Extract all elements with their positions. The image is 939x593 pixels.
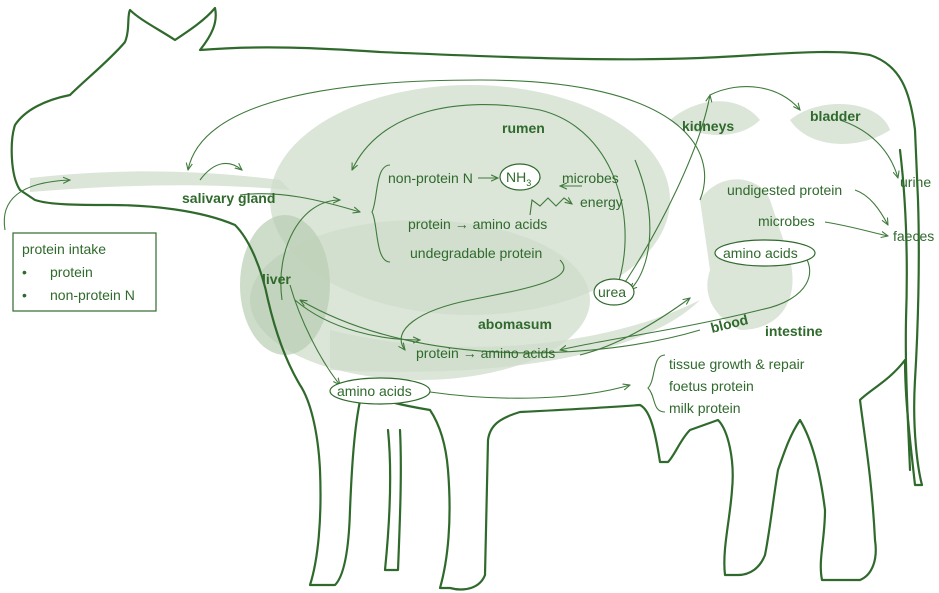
- label-blood: blood: [709, 311, 750, 336]
- undigested-to-faeces-arrow: [854, 189, 888, 225]
- intake-bullet-2: •: [22, 287, 27, 303]
- abomasum-to-blood-arrow: [579, 298, 690, 356]
- blood-to-liver-arrow: [300, 300, 701, 354]
- kidneys-to-bladder-arrow: [709, 86, 800, 110]
- intake-title: protein intake: [22, 241, 106, 257]
- intake-bullet-1: •: [22, 264, 27, 280]
- rumen-to-urea-arrow: [630, 159, 651, 290]
- nh3-label: NH3: [506, 169, 531, 188]
- rumen-microbes: microbes: [562, 170, 619, 186]
- label-intestine: intestine: [765, 323, 823, 339]
- rumen-undegradable: undegradable protein: [410, 245, 542, 261]
- amino-acids-intestine-oval: [714, 239, 816, 267]
- bladder-shape: [790, 103, 890, 144]
- label-faeces: faeces: [893, 228, 934, 244]
- liver-abomasum-arrow: [294, 299, 420, 340]
- undegradable-to-abomasum-arrow: [401, 259, 565, 350]
- output-foetus: foetus protein: [669, 378, 754, 394]
- intestine-amino-arrow: [560, 249, 811, 350]
- label-kidneys: kidneys: [682, 118, 734, 134]
- label-bladder: bladder: [810, 108, 861, 124]
- protein-intake-box: protein intake • protein • non-protein N: [12, 232, 157, 312]
- abomasum-protein-amino: protein → amino acids: [416, 345, 555, 361]
- blood-band-shape: [330, 300, 700, 372]
- label-salivary-gland: salivary gland: [182, 190, 275, 206]
- microbes-to-faeces-arrow: [824, 221, 888, 236]
- flow-arrows: [3, 79, 898, 399]
- rumen-protein-amino: protein → amino acids: [408, 216, 547, 232]
- intake-item-npn: non-protein N: [50, 287, 135, 303]
- saliva-arrow: [199, 162, 242, 181]
- nh3-oval: [499, 163, 541, 191]
- output-milk: milk protein: [669, 400, 741, 416]
- energy-arrow: [529, 198, 572, 216]
- outputs-brace: [647, 354, 666, 413]
- intake-box-frame: [12, 232, 157, 312]
- hindgut-undigested: undigested protein: [727, 182, 842, 198]
- urea-recycle-saliva-arrow: [188, 79, 706, 201]
- organ-shading: [30, 85, 890, 380]
- urea-label: urea: [598, 284, 626, 300]
- label-liver: liver: [262, 271, 291, 287]
- hindgut-microbes: microbes: [758, 213, 815, 229]
- cow-tail-outline: [898, 148, 912, 472]
- amino-acids-liver-label: amino acids: [337, 383, 412, 399]
- liver-to-amino-arrow: [289, 284, 340, 385]
- kidney-shape: [670, 101, 760, 135]
- liver-loop-arrow: [280, 200, 340, 301]
- amino-acids-liver-oval: [329, 377, 431, 405]
- intake-arrow: [3, 180, 70, 231]
- urea-to-rumen-arrow: [352, 104, 626, 293]
- output-tissue: tissue growth & repair: [669, 356, 805, 372]
- liver-shape: [240, 215, 330, 355]
- oesophagus-shape: [30, 171, 290, 192]
- nh3-base: NH: [506, 169, 526, 185]
- bladder-to-urine-arrow: [839, 119, 898, 178]
- label-rumen: rumen: [502, 120, 545, 136]
- rumen-brace: [371, 164, 391, 263]
- label-abomasum: abomasum: [478, 316, 552, 332]
- cow-leg-inner-outline: [383, 428, 402, 572]
- saliva-to-rumen-arrow: [239, 193, 360, 212]
- label-urine: urine: [900, 174, 931, 190]
- nh3-subscript: 3: [526, 178, 531, 188]
- rumen-energy: energy: [580, 194, 623, 210]
- cow-body-outline: [10, 6, 924, 591]
- amino-acids-intestine-label: amino acids: [723, 245, 798, 261]
- amino-to-outputs-arrow: [429, 385, 630, 399]
- urea-to-kidneys-arrow: [619, 95, 710, 291]
- urea-oval: [593, 278, 635, 306]
- intake-item-protein: protein: [50, 264, 93, 280]
- rumen-npn: non-protein N: [388, 170, 473, 186]
